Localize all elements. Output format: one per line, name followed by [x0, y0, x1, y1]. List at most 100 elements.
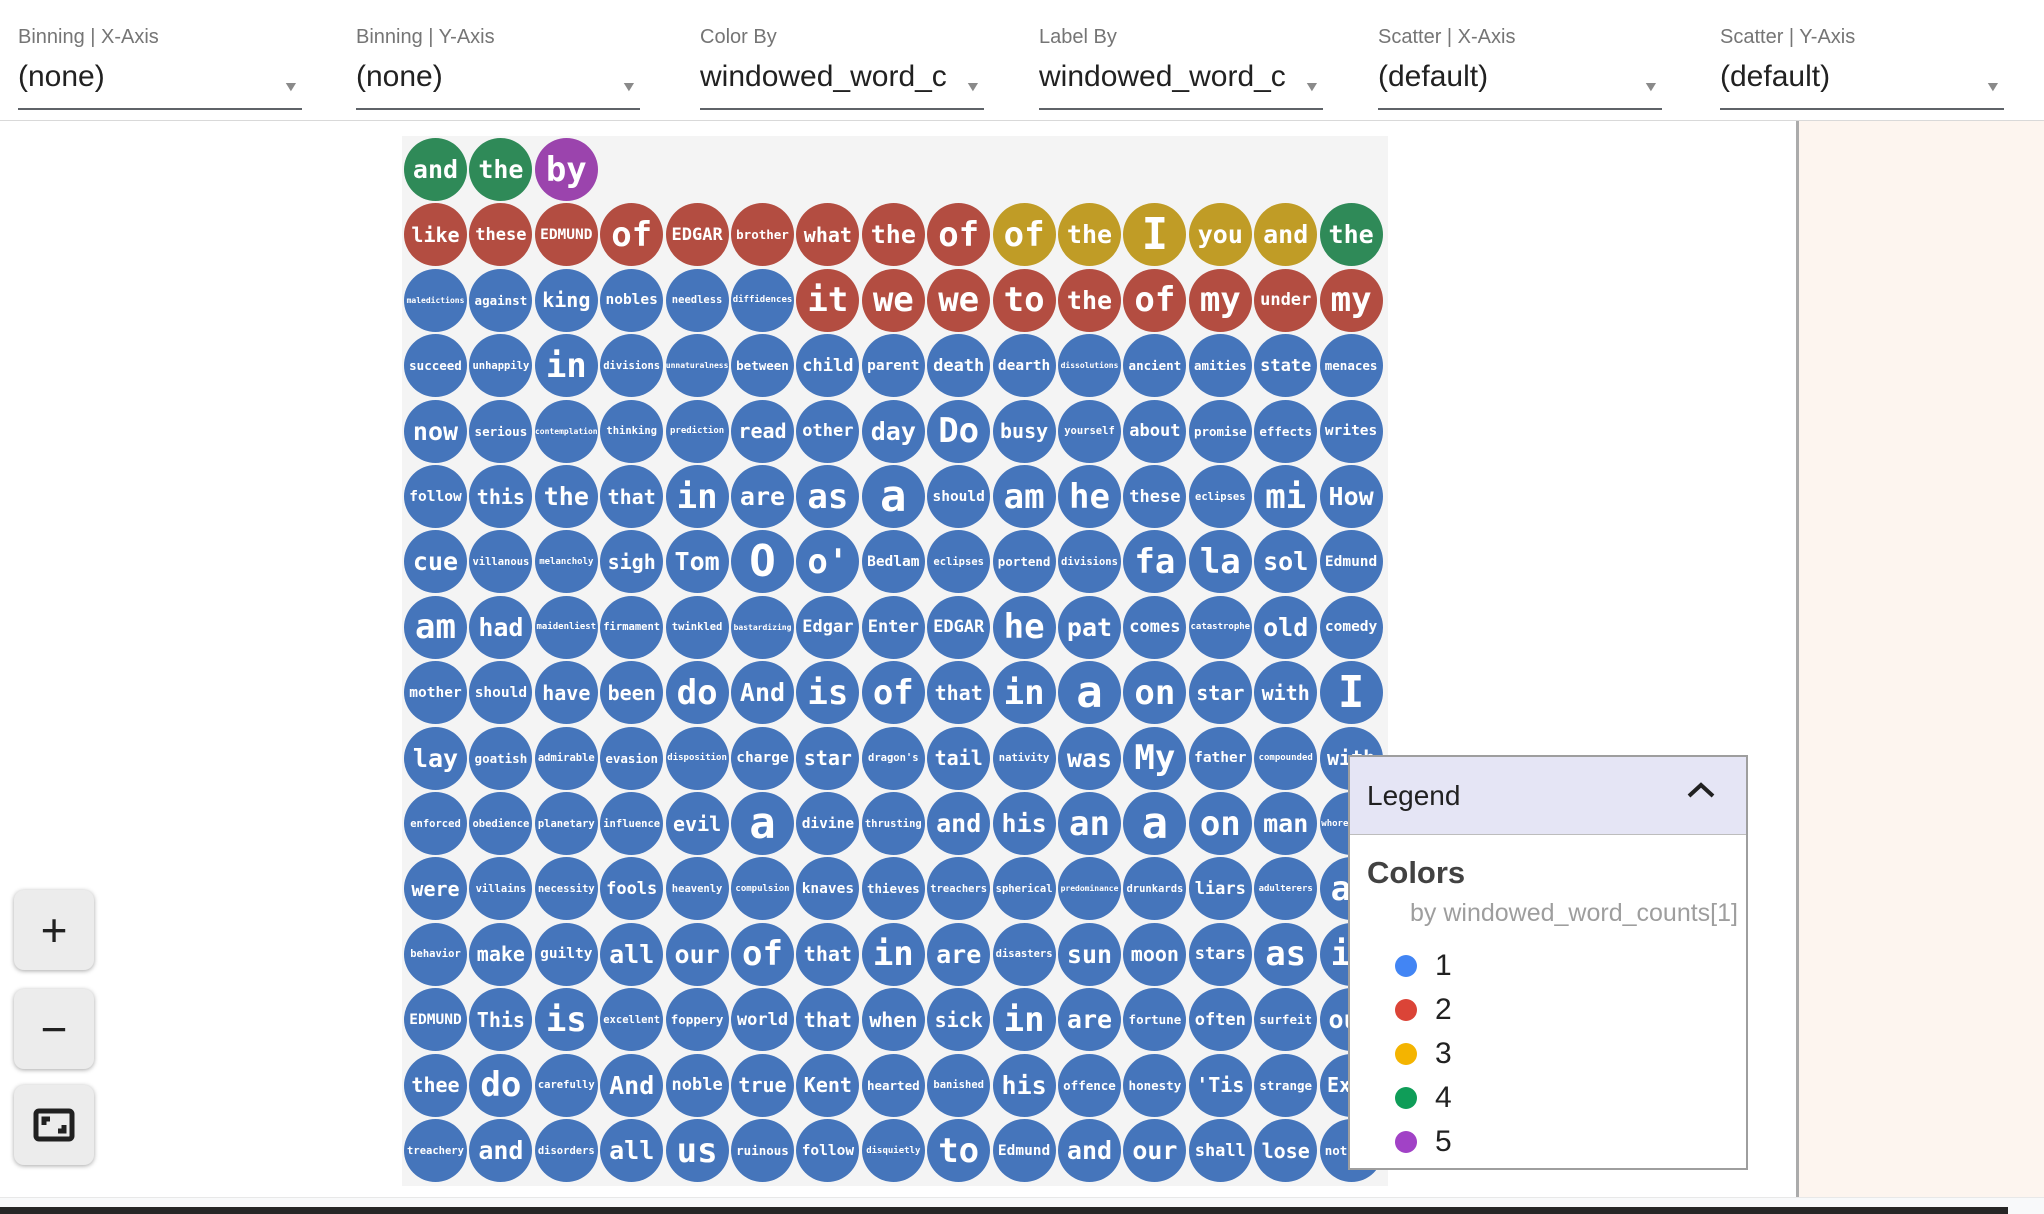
word-circle[interactable]: comes: [1123, 595, 1187, 659]
word-circle[interactable]: EDGAR: [927, 595, 991, 659]
word-circle[interactable]: other: [796, 399, 860, 463]
word-circle[interactable]: with: [1254, 661, 1318, 725]
word-circle[interactable]: treachery: [404, 1119, 467, 1182]
word-circle[interactable]: day: [861, 399, 925, 463]
word-circle[interactable]: moon: [1123, 922, 1187, 986]
word-circle[interactable]: excellent: [600, 988, 664, 1052]
word-circle[interactable]: fools: [600, 857, 664, 921]
word-circle[interactable]: mother: [404, 661, 467, 725]
word-circle[interactable]: brother: [731, 203, 794, 267]
word-circle[interactable]: his: [992, 1053, 1056, 1117]
word-circle[interactable]: guilty: [534, 922, 598, 986]
word-circle[interactable]: of: [731, 922, 794, 986]
dropdown-scatter-y-axis[interactable]: Scatter | Y-Axis (default) ▼: [1720, 0, 2004, 120]
word-circle[interactable]: in: [861, 922, 925, 986]
word-circle[interactable]: all: [600, 1119, 664, 1182]
word-circle[interactable]: villains: [469, 857, 533, 921]
word-circle[interactable]: fortune: [1123, 988, 1187, 1052]
word-circle[interactable]: in: [992, 661, 1056, 725]
word-circle[interactable]: am: [992, 465, 1056, 528]
word-circle[interactable]: star: [796, 726, 860, 790]
word-circle[interactable]: as: [1254, 922, 1318, 986]
word-circle[interactable]: evasion: [600, 726, 664, 790]
word-circle[interactable]: fa: [1123, 530, 1187, 594]
word-circle[interactable]: treachers: [927, 857, 991, 921]
zoom-in-button[interactable]: +: [14, 890, 94, 970]
word-circle[interactable]: that: [796, 988, 860, 1052]
word-circle[interactable]: as: [796, 465, 860, 528]
bottom-scrollbar-thumb[interactable]: [0, 1207, 2008, 1214]
word-circle[interactable]: Enter: [861, 595, 925, 659]
word-circle[interactable]: like: [404, 203, 467, 267]
word-circle[interactable]: against: [469, 268, 533, 332]
word-circle[interactable]: that: [796, 922, 860, 986]
word-circle[interactable]: banished: [927, 1053, 991, 1117]
word-circle[interactable]: these: [469, 203, 533, 267]
word-circle[interactable]: old: [1254, 595, 1318, 659]
word-circle[interactable]: of: [861, 661, 925, 725]
word-circle[interactable]: were: [404, 857, 467, 921]
word-circle[interactable]: How: [1319, 465, 1383, 528]
word-circle[interactable]: are: [731, 465, 794, 528]
word-circle[interactable]: is: [534, 988, 598, 1052]
word-circle[interactable]: This: [469, 988, 533, 1052]
word-circle[interactable]: man: [1254, 792, 1318, 855]
word-circle[interactable]: of: [600, 203, 664, 267]
word-circle[interactable]: obedience: [469, 792, 533, 855]
word-circle[interactable]: was: [1058, 726, 1121, 790]
word-circle[interactable]: o': [796, 530, 860, 594]
word-circle[interactable]: twinkled: [665, 595, 729, 659]
word-circle[interactable]: that: [600, 465, 664, 528]
word-circle[interactable]: lay: [404, 726, 467, 790]
word-circle[interactable]: contemplation: [534, 399, 598, 463]
word-circle[interactable]: and: [1058, 1119, 1121, 1182]
word-circle[interactable]: am: [404, 595, 467, 659]
word-circle[interactable]: strange: [1254, 1053, 1318, 1117]
word-circle[interactable]: My: [1123, 726, 1187, 790]
word-circle[interactable]: death: [927, 334, 991, 398]
word-circle[interactable]: follow: [404, 465, 467, 528]
word-circle[interactable]: heavenly: [665, 857, 729, 921]
word-circle[interactable]: I: [1123, 203, 1187, 267]
word-circle[interactable]: EDGAR: [665, 203, 729, 267]
word-circle[interactable]: a: [1058, 661, 1121, 725]
word-circle[interactable]: should: [927, 465, 991, 528]
word-circle[interactable]: and: [404, 138, 467, 201]
word-circle[interactable]: us: [665, 1119, 729, 1182]
word-circle[interactable]: and: [469, 1119, 533, 1182]
word-circle[interactable]: serious: [469, 399, 533, 463]
word-circle[interactable]: pat: [1058, 595, 1121, 659]
word-circle[interactable]: necessity: [534, 857, 598, 921]
word-circle[interactable]: And: [731, 661, 794, 725]
word-circle[interactable]: unhappily: [469, 334, 533, 398]
word-circle[interactable]: had: [469, 595, 533, 659]
word-circle[interactable]: EDMUND: [534, 203, 598, 267]
word-circle[interactable]: disposition: [665, 726, 729, 790]
word-circle[interactable]: an: [1058, 792, 1121, 855]
word-circle[interactable]: promise: [1188, 399, 1252, 463]
word-circle[interactable]: nativity: [992, 726, 1056, 790]
word-circle[interactable]: do: [469, 1053, 533, 1117]
word-circle[interactable]: I: [1319, 661, 1383, 725]
word-circle[interactable]: read: [731, 399, 794, 463]
word-circle[interactable]: Tom: [665, 530, 729, 594]
word-circle[interactable]: he: [1058, 465, 1121, 528]
word-circle[interactable]: maledictions: [404, 268, 467, 332]
word-circle[interactable]: noble: [665, 1053, 729, 1117]
word-circle[interactable]: should: [469, 661, 533, 725]
word-circle[interactable]: effects: [1254, 399, 1318, 463]
word-circle[interactable]: 'Tis: [1188, 1053, 1252, 1117]
word-circle[interactable]: lose: [1254, 1119, 1318, 1182]
word-circle[interactable]: dissolutions: [1058, 334, 1121, 398]
word-circle[interactable]: the: [1058, 203, 1121, 267]
word-circle[interactable]: dearth: [992, 334, 1056, 398]
word-circle[interactable]: thieves: [861, 857, 925, 921]
word-circle[interactable]: parent: [861, 334, 925, 398]
word-circle[interactable]: of: [1123, 268, 1187, 332]
word-circle[interactable]: disasters: [992, 922, 1056, 986]
word-circle[interactable]: eclipses: [1188, 465, 1252, 528]
word-circle[interactable]: sol: [1254, 530, 1318, 594]
word-circle[interactable]: prediction: [665, 399, 729, 463]
legend-header[interactable]: Legend: [1350, 757, 1746, 835]
word-circle[interactable]: la: [1188, 530, 1252, 594]
